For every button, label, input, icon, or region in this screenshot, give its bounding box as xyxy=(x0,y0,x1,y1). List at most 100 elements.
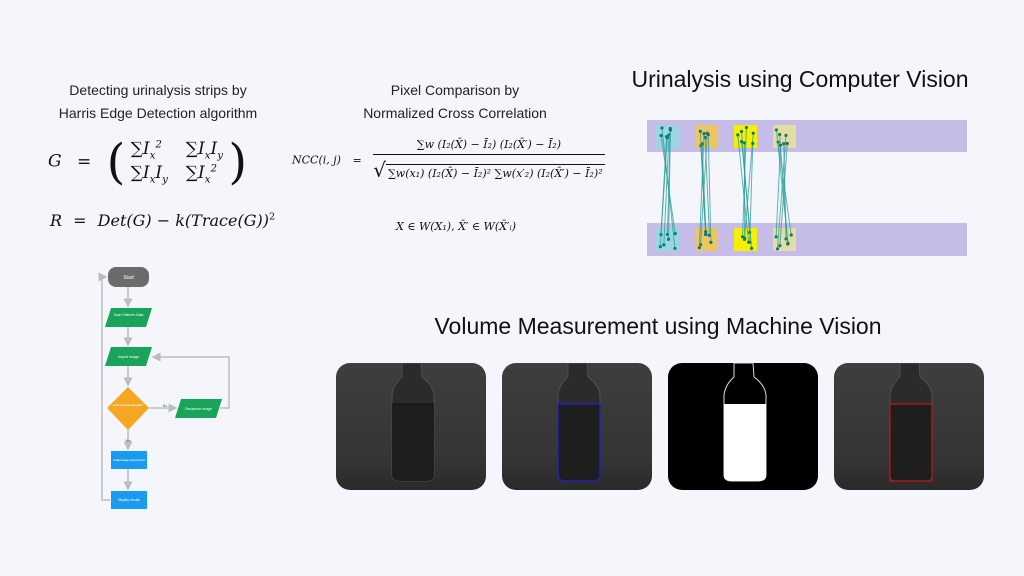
keypoint xyxy=(698,129,702,133)
harris-matrix-equation: G = ( ∑Ix2 ∑IxIy ∑IxIy ∑Ix2 ) xyxy=(48,138,247,186)
start-node xyxy=(108,267,149,287)
harris-caption: Detecting urinalysis strips by Harris Ed… xyxy=(40,79,276,125)
keypoint xyxy=(789,233,793,237)
yes-label: Yes xyxy=(125,439,131,443)
keypoint xyxy=(660,126,664,130)
keypoint xyxy=(786,241,790,245)
ncc-denominator: √∑w(x₁) (I₂(X̄) − Ī₂)² ∑w(x′₂) (I₂(X̄′) … xyxy=(373,158,605,182)
bottle-image-contour xyxy=(502,363,652,490)
match-line xyxy=(698,133,705,248)
ncc-caption: Pixel Comparison by Normalized Cross Cor… xyxy=(340,79,570,125)
keypoint xyxy=(673,246,677,251)
keypoint xyxy=(778,143,783,147)
matrix-cell: ∑IxIy xyxy=(185,138,223,161)
liquid-mask xyxy=(724,404,766,481)
keypoint xyxy=(739,139,744,144)
keypoint xyxy=(662,243,666,247)
keypoint xyxy=(774,235,778,239)
right-paren: ) xyxy=(228,134,248,190)
g-symbol: G xyxy=(48,151,62,172)
match-line xyxy=(663,134,670,245)
import-node xyxy=(105,347,152,366)
strip-pad-top xyxy=(734,125,757,148)
keypoint xyxy=(702,132,706,136)
bottle-image-bounding-box xyxy=(834,363,984,490)
analyze-node xyxy=(111,451,147,469)
match-line xyxy=(779,143,788,246)
match-line xyxy=(660,135,676,234)
match-line xyxy=(737,134,750,243)
decision-label: Is the captured image clear? xyxy=(113,403,143,407)
ncc-lhs: NCC(i, j) xyxy=(292,153,341,167)
scan-label: Scan Patient's Data xyxy=(114,313,144,317)
recapture-label: Recapture Image xyxy=(185,407,212,411)
scan-node xyxy=(105,308,152,327)
keypoint xyxy=(751,131,755,135)
keypoint xyxy=(778,244,782,248)
keypoint xyxy=(736,133,740,137)
decision-node xyxy=(107,387,149,430)
match-line xyxy=(699,131,707,232)
keypoint xyxy=(744,125,749,130)
analyze-label: Analyze image using OpenCV xyxy=(113,458,145,462)
arrow-loop-recapture xyxy=(151,352,230,409)
matrix: ∑Ix2 ∑IxIy ∑IxIy ∑Ix2 xyxy=(131,139,223,186)
ncc-equation: NCC(i, j) = ∑w (I₂(X̄) − Ī₂) (I₂(X̄′) − … xyxy=(292,138,605,182)
match-line xyxy=(749,143,754,243)
keypoint xyxy=(778,132,782,137)
keypoint xyxy=(784,133,788,137)
keypoint xyxy=(697,245,701,250)
keypoint xyxy=(704,230,708,234)
no-label: No xyxy=(163,404,168,408)
match-line xyxy=(775,129,789,244)
keypoint xyxy=(706,133,710,137)
ncc-caption-line2: Normalized Cross Correlation xyxy=(363,105,547,121)
match-line xyxy=(659,136,668,247)
bottle-image-threshold xyxy=(668,363,818,490)
keypoint xyxy=(742,141,747,145)
harris-response-equation: R = Det(G) − k(Trace(G))2 xyxy=(50,211,276,230)
r-symbol: R xyxy=(50,211,63,230)
keypoint xyxy=(664,135,669,139)
keypoint xyxy=(749,246,754,250)
match-line xyxy=(777,142,792,236)
arrow-loop-restart xyxy=(98,272,110,501)
matrix-cell: ∑IxIy xyxy=(130,163,168,186)
keypoint xyxy=(774,128,779,132)
match-line xyxy=(743,133,754,240)
matrix-cell: ∑Ix2 xyxy=(185,163,217,186)
match-line xyxy=(777,135,787,249)
match-line xyxy=(707,134,712,243)
matrix-cell: ∑Ix2 xyxy=(130,138,162,161)
liquid xyxy=(890,404,932,481)
left-paren: ( xyxy=(106,134,126,190)
display-node xyxy=(111,491,147,509)
match-line xyxy=(668,129,671,240)
liquid xyxy=(558,404,600,481)
import-label: Import Image xyxy=(118,355,139,359)
keypoint xyxy=(748,240,752,244)
ncc-fraction: ∑w (I₂(X̄) − Ī₂) (I₂(X̄′) − Ī₂) √∑w(x₁) … xyxy=(373,138,605,182)
keypoint xyxy=(785,141,789,146)
start-label: Start xyxy=(123,275,134,281)
urinalysis-title: Urinalysis using Computer Vision xyxy=(631,66,969,92)
ncc-condition: X ∈ W(X₁), X̄′ ∈ W(X̄′ᵢ) xyxy=(396,220,516,233)
contour-outline xyxy=(557,403,601,482)
match-line xyxy=(742,127,747,237)
keypoint xyxy=(709,240,713,245)
harris-caption-line1: Detecting urinalysis strips by xyxy=(69,82,247,98)
keypoint xyxy=(673,231,677,236)
urinalysis-strip-matching-figure xyxy=(647,120,967,256)
equals-sign: = xyxy=(77,151,92,172)
keypoint xyxy=(666,237,671,241)
keypoint xyxy=(784,237,788,241)
liquid xyxy=(392,404,434,481)
keypoint xyxy=(740,235,745,239)
ncc-caption-line1: Pixel Comparison by xyxy=(390,82,520,98)
keypoint xyxy=(739,129,744,134)
keypoint xyxy=(668,128,673,132)
keypoint xyxy=(782,141,786,146)
keypoint xyxy=(704,232,708,237)
bounding-box xyxy=(889,403,933,482)
